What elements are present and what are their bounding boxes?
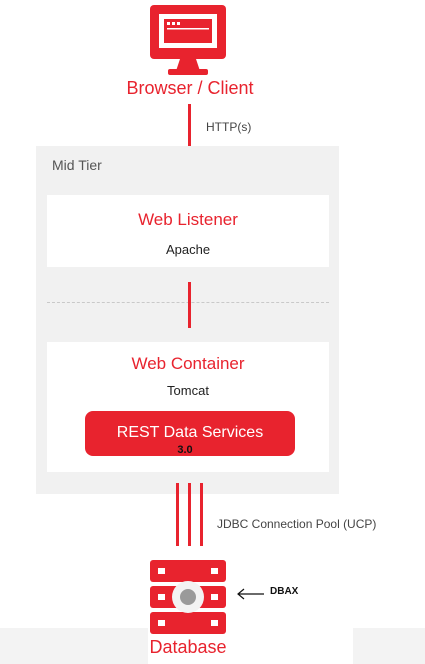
- mid-tier-label: Mid Tier: [52, 157, 102, 173]
- web-listener-title: Web Listener: [138, 210, 238, 229]
- listener-container-connector: [188, 282, 191, 328]
- jdbc-connector-3: [200, 483, 203, 546]
- web-container-subtitle: Tomcat: [167, 383, 209, 398]
- rest-data-services-version: 3.0: [177, 444, 193, 456]
- client-label: Browser / Client: [126, 78, 254, 98]
- http-connector: [188, 104, 191, 148]
- jdbc-connector-1: [176, 483, 179, 546]
- rest-data-services-label: REST Data Services: [116, 424, 264, 441]
- rest-data-services-box: [85, 411, 295, 456]
- jdbc-connector-2: [188, 483, 191, 546]
- jdbc-label: JDBC Connection Pool (UCP): [217, 517, 377, 531]
- database-icon: [150, 560, 226, 634]
- left-arrow-icon: [237, 588, 264, 600]
- monitor-icon: [150, 5, 226, 75]
- dbax-annotation: DBAX: [270, 586, 299, 597]
- http-label: HTTP(s): [206, 120, 252, 134]
- web-container-title: Web Container: [131, 354, 245, 373]
- web-listener-subtitle: Apache: [165, 242, 211, 257]
- web-listener-card: [47, 195, 329, 267]
- database-label: Database: [149, 637, 227, 657]
